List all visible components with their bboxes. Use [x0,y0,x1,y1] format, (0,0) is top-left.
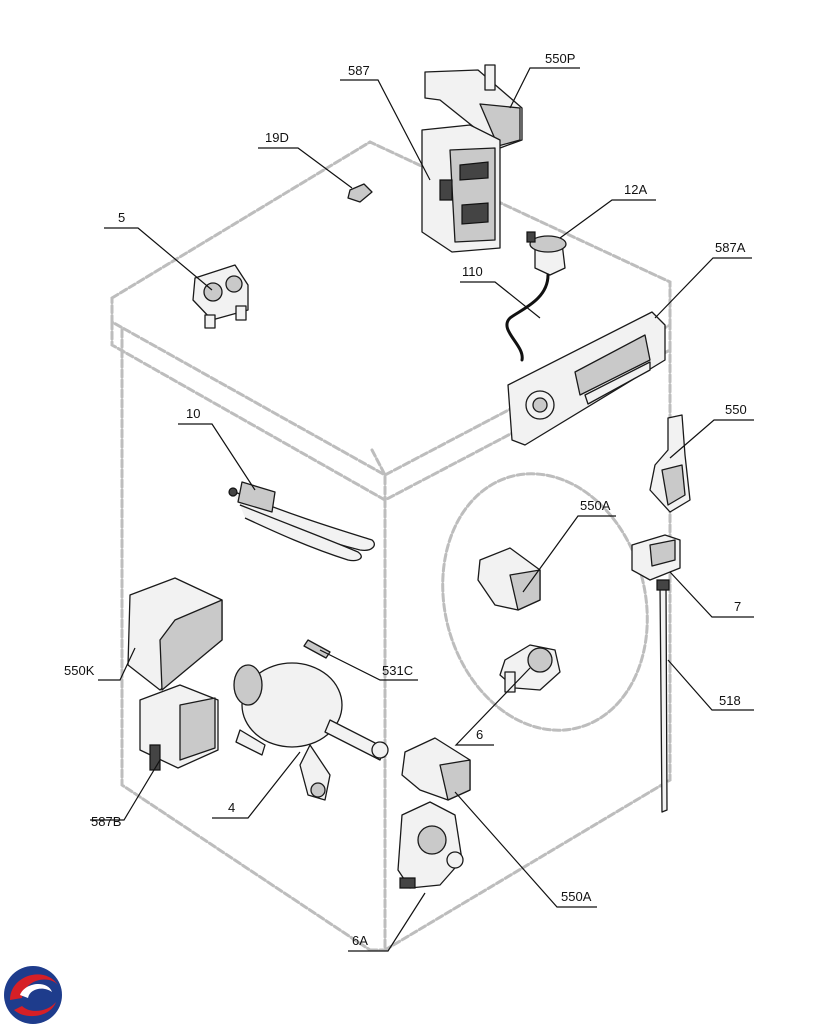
part-550K-cover [127,577,223,691]
part-7-door-lock [631,534,681,581]
part-550A-cover-lower [401,737,471,801]
label-587: 587 [348,63,370,78]
part-110-hose [505,273,550,362]
label-4: 4 [228,800,235,815]
label-518: 518 [719,693,741,708]
label-5: 5 [118,210,125,225]
part-531C-bolt [303,639,331,659]
leader-lines [90,67,754,952]
part-550A-cover-upper [477,547,541,611]
label-587B: 587B [91,814,121,829]
label-110: 110 [462,264,483,279]
label-550A-lower: 550A [561,889,592,904]
label-6A: 6A [352,933,368,948]
part-587B-module [139,684,219,771]
label-7: 7 [734,599,741,614]
part-6-drain-pump [499,644,561,693]
part-550P-cover [424,64,523,149]
part-labels: 550P 587 19D 12A 5 110 587A 550 10 550A … [64,51,747,948]
label-587A: 587A [715,240,746,255]
label-19D: 19D [265,130,289,145]
label-550: 550 [725,402,747,417]
part-550-cover [649,414,691,513]
part-10-heater [228,481,375,562]
label-550K: 550K [64,663,95,678]
part-587-module [421,124,501,253]
label-10: 10 [186,406,200,421]
part-5-inlet-valve [192,264,249,329]
part-518-rod [656,579,670,813]
part-6A-pump [397,801,464,889]
part-587A-control-board [507,311,666,446]
label-550A-upper: 550A [580,498,611,513]
label-6: 6 [476,727,483,742]
washing-machine-cabinet-outline [110,140,672,953]
part-4-motor [233,662,389,801]
label-550P: 550P [545,51,575,66]
brand-swirl-logo [4,966,62,1024]
part-19D-clip [347,183,373,203]
part-12A-pressure-switch [526,231,567,276]
label-531C: 531C [382,663,413,678]
label-12A: 12A [624,182,647,197]
